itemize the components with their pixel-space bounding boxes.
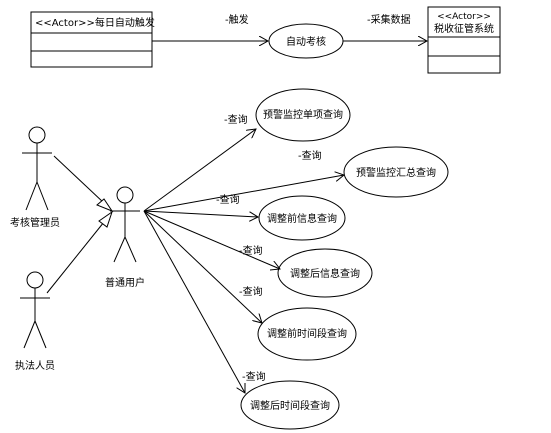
actor-general-user[interactable]: 普通用户 xyxy=(105,186,145,289)
relation-query-post-period xyxy=(143,210,245,393)
actor-tax-system-name: 税收征管系统 xyxy=(434,22,494,35)
use-case-warn-summary[interactable]: 预警监控汇总查询 xyxy=(343,146,449,198)
use-case-post-period-label: 调整后时间段查询 xyxy=(250,399,330,412)
relation-query-pre-period xyxy=(143,210,262,323)
use-case-post-period[interactable]: 调整后时间段查询 xyxy=(240,380,340,430)
actor-box-tax-system[interactable]: <<Actor>> 税收征管系统 xyxy=(427,6,501,74)
relation-query-warn-summary xyxy=(143,175,344,212)
generalization-assessor xyxy=(53,155,114,213)
actor-assessor-label: 考核管理员 xyxy=(10,216,60,229)
actor-tax-system-stereotype: <<Actor>> xyxy=(437,12,491,22)
use-case-post-adjust-label: 调整后信息查询 xyxy=(290,267,360,280)
relation-query-label-5: -查询 xyxy=(239,285,263,298)
actor-assessor[interactable]: 考核管理员 xyxy=(10,126,60,229)
relation-query-label-3: -查询 xyxy=(216,193,240,206)
use-case-warn-single-label: 预警监控单项查询 xyxy=(263,108,343,121)
use-case-auto-assess-label: 自动考核 xyxy=(286,35,326,48)
generalization-enforcer xyxy=(46,210,113,294)
use-case-pre-period-label: 调整前时间段查询 xyxy=(267,327,347,340)
use-case-post-adjust[interactable]: 调整后信息查询 xyxy=(277,248,373,298)
actor-daily-trigger-label: <<Actor>>每日自动触发 xyxy=(35,16,155,29)
relation-query-label-4: -查询 xyxy=(239,244,263,257)
relation-query-post-adjust xyxy=(143,210,280,269)
relation-query-pre-adjust xyxy=(143,210,258,217)
use-case-auto-assess[interactable]: 自动考核 xyxy=(268,23,344,59)
actor-enforcer-label: 执法人员 xyxy=(15,359,55,372)
actor-enforcer[interactable]: 执法人员 xyxy=(15,271,55,372)
relation-collect-label: -采集数据 xyxy=(367,13,411,26)
relation-query-label-6: -查询 xyxy=(242,370,266,383)
relation-query-label-1: -查询 xyxy=(224,113,248,126)
use-case-warn-single[interactable]: 预警监控单项查询 xyxy=(255,88,351,142)
use-case-warn-summary-label: 预警监控汇总查询 xyxy=(356,166,436,179)
use-case-pre-period[interactable]: 调整前时间段查询 xyxy=(257,307,357,361)
use-case-pre-adjust-label: 调整前信息查询 xyxy=(267,212,337,225)
use-case-pre-adjust[interactable]: 调整前信息查询 xyxy=(258,195,346,241)
relation-query-warn-single xyxy=(143,129,256,212)
actor-box-daily-trigger[interactable]: <<Actor>>每日自动触发 xyxy=(30,11,155,68)
relation-trigger-label: -触发 xyxy=(225,13,249,26)
actor-general-user-label: 普通用户 xyxy=(105,276,145,289)
relation-query-label-2: -查询 xyxy=(298,149,322,162)
